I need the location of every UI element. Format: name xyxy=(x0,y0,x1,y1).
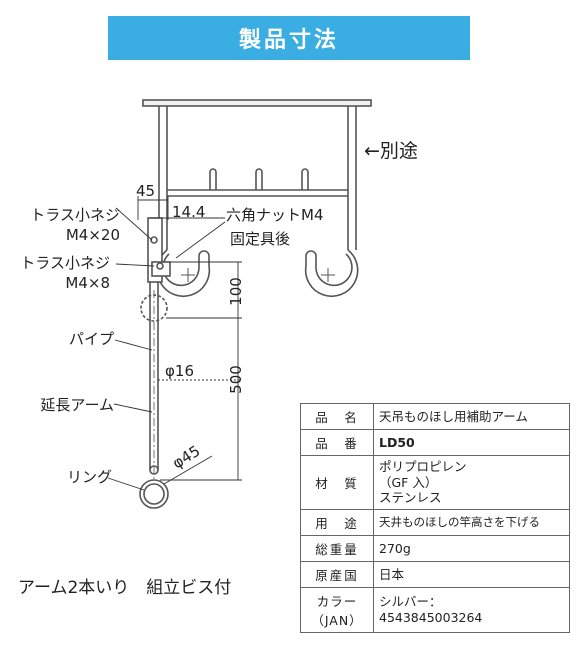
spec-value: 日本 xyxy=(373,560,570,588)
spec-row: 用 途 天井ものほしの竿高さを下げる xyxy=(300,508,570,536)
label-truss-screw-b-size: M4×8 xyxy=(65,274,110,292)
spec-key: 原産国 xyxy=(300,560,374,588)
section-title-banner: 製品寸法 xyxy=(108,16,470,60)
label-truss-screw-b: トラス小ネジ xyxy=(20,254,110,272)
spec-value: 270g xyxy=(373,534,570,562)
dim-14-4: 14.4 xyxy=(172,203,206,221)
spec-row: 原産国 日本 xyxy=(300,560,570,588)
spec-value: ポリプロピレン （GF 入） ステンレス xyxy=(373,455,570,510)
ceiling-hanger xyxy=(142,99,372,297)
spec-row: 総重量 270g xyxy=(300,534,570,562)
spec-key: カラー （JAN） xyxy=(300,586,374,633)
spec-table: 品 名 天吊ものほし用補助アーム 品 番 LD50 材 質 ポリプロピレン （G… xyxy=(300,403,570,633)
spec-value: 天井ものほしの竿高さを下げる xyxy=(373,508,570,536)
label-ring: リング xyxy=(66,468,112,486)
spec-row: 材 質 ポリプロピレン （GF 入） ステンレス xyxy=(300,455,570,510)
spec-key: 総重量 xyxy=(300,534,374,562)
spec-key: 品 番 xyxy=(300,429,374,456)
spec-value: LD50 xyxy=(373,429,570,456)
label-pipe: パイプ xyxy=(68,330,114,348)
spec-key: 品 名 xyxy=(300,403,374,430)
dim-45: 45 xyxy=(136,182,156,200)
dim-500: 500 xyxy=(226,365,245,394)
label-truss-screw-a: トラス小ネジ xyxy=(30,206,120,224)
spec-value: 天吊ものほし用補助アーム xyxy=(373,403,570,430)
spec-value: シルバー： 4543845003264 xyxy=(373,586,570,633)
spec-key: 用 途 xyxy=(300,508,374,536)
package-note: アーム2本いり 組立ビス付 xyxy=(18,578,232,598)
spec-row: カラー （JAN） シルバー： 4543845003264 xyxy=(300,586,570,633)
label-truss-screw-a-size: M4×20 xyxy=(65,226,120,244)
extension-arm xyxy=(139,217,171,509)
dim-100: 100 xyxy=(226,277,245,306)
label-separate: ←別途 xyxy=(364,140,418,162)
spec-row: 品 番 LD50 xyxy=(300,429,570,456)
label-hex-nut-2: 固定具後 xyxy=(230,230,291,248)
section-title: 製品寸法 xyxy=(238,28,339,53)
dimension-lines xyxy=(107,196,242,491)
label-hex-nut: 六角ナットM4 xyxy=(226,206,324,224)
dim-phi16: φ16 xyxy=(165,362,194,380)
spec-key: 材 質 xyxy=(300,455,374,510)
label-extension-arm: 延長アーム xyxy=(40,396,114,414)
spec-row: 品 名 天吊ものほし用補助アーム xyxy=(300,403,570,430)
